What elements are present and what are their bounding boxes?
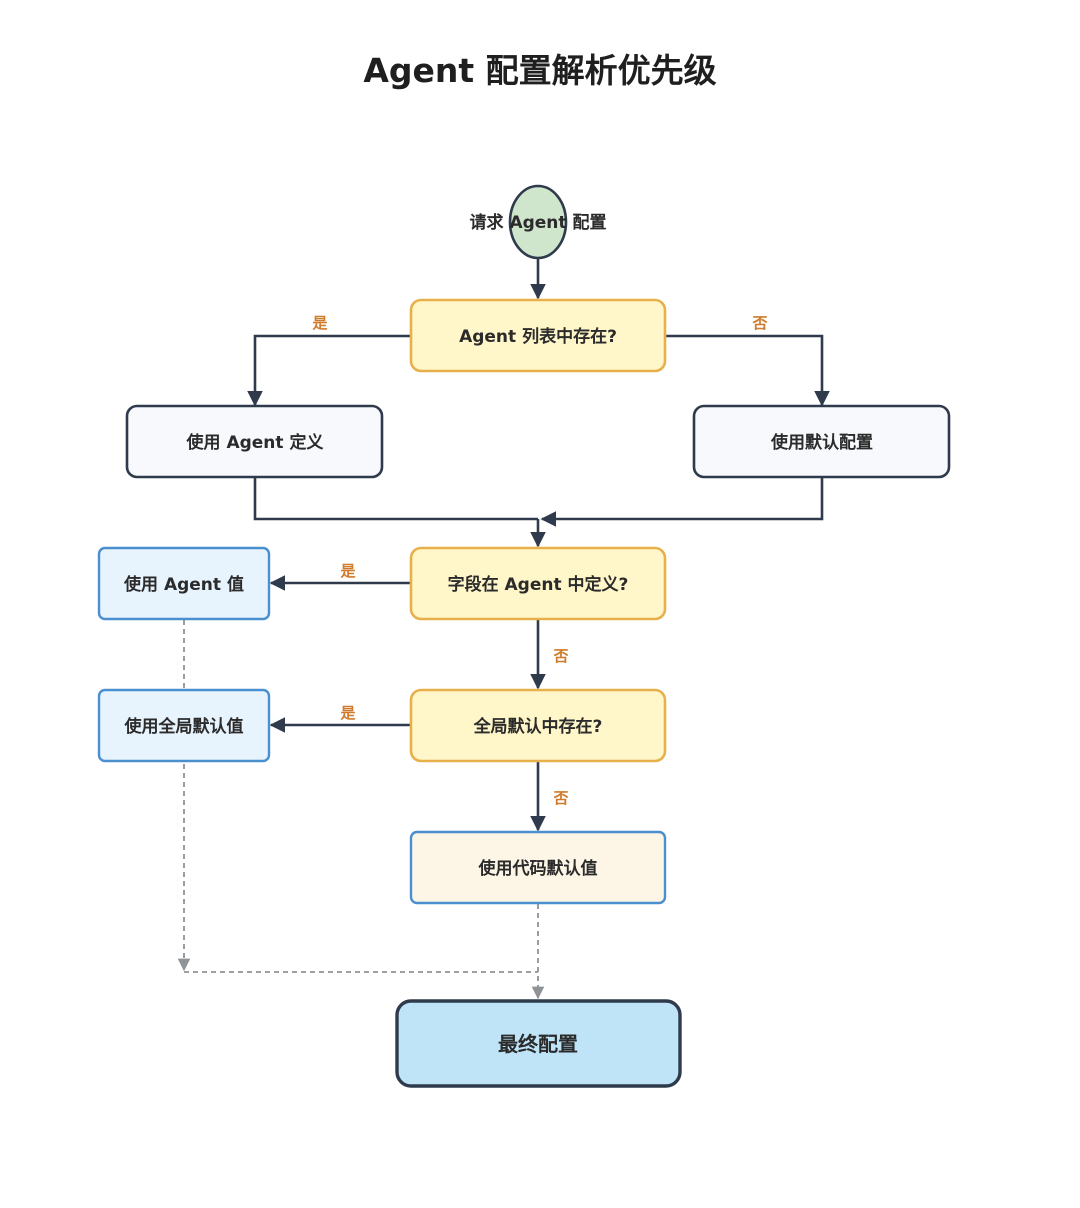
edge-agent-list-yes: [247, 334, 410, 407]
edge-label-yes: 是: [339, 562, 356, 580]
value-use-agent-value-label: 使用 Agent 值: [123, 574, 244, 595]
edge-label-yes: 是: [311, 314, 328, 332]
diagram-title: Agent 配置解析优先级: [363, 51, 716, 90]
edge-label-no: 否: [552, 789, 568, 807]
process-use-agent-def-label: 使用 Agent 定义: [186, 432, 324, 453]
value-use-agent-value: 使用 Agent 值: [97, 546, 271, 621]
decision-agent-list: Agent 列表中存在?: [409, 298, 667, 373]
decision-field-in-agent-label: 字段在 Agent 中定义?: [448, 574, 629, 595]
edge-label-no: 否: [552, 647, 568, 665]
start-node: 请求 Agent 配置: [470, 184, 607, 260]
edge-agent-list-no: [666, 334, 830, 407]
process-use-default-config: 使用默认配置: [692, 404, 951, 479]
value-use-global-default: 使用全局默认值: [97, 688, 271, 763]
decision-agent-list-label: Agent 列表中存在?: [459, 326, 617, 347]
start-node-label: 请求 Agent 配置: [470, 212, 607, 233]
terminal-final-config-label: 最终配置: [498, 1032, 578, 1056]
decision-global-default: 全局默认中存在?: [409, 688, 667, 763]
edge-label-no: 否: [751, 314, 767, 332]
edge-default-config-merge: [540, 477, 824, 527]
decision-global-default-label: 全局默认中存在?: [473, 716, 603, 737]
value-use-global-default-label: 使用全局默认值: [124, 716, 244, 737]
decision-field-in-agent: 字段在 Agent 中定义?: [409, 546, 667, 621]
terminal-final-config: 最终配置: [395, 999, 682, 1088]
edge-label-yes: 是: [339, 704, 356, 722]
value-use-code-default: 使用代码默认值: [409, 830, 667, 905]
process-use-default-config-label: 使用默认配置: [770, 432, 873, 453]
edge-agent-def-merge: [253, 477, 538, 521]
process-use-agent-def: 使用 Agent 定义: [125, 404, 384, 479]
value-use-code-default-label: 使用代码默认值: [478, 858, 598, 879]
